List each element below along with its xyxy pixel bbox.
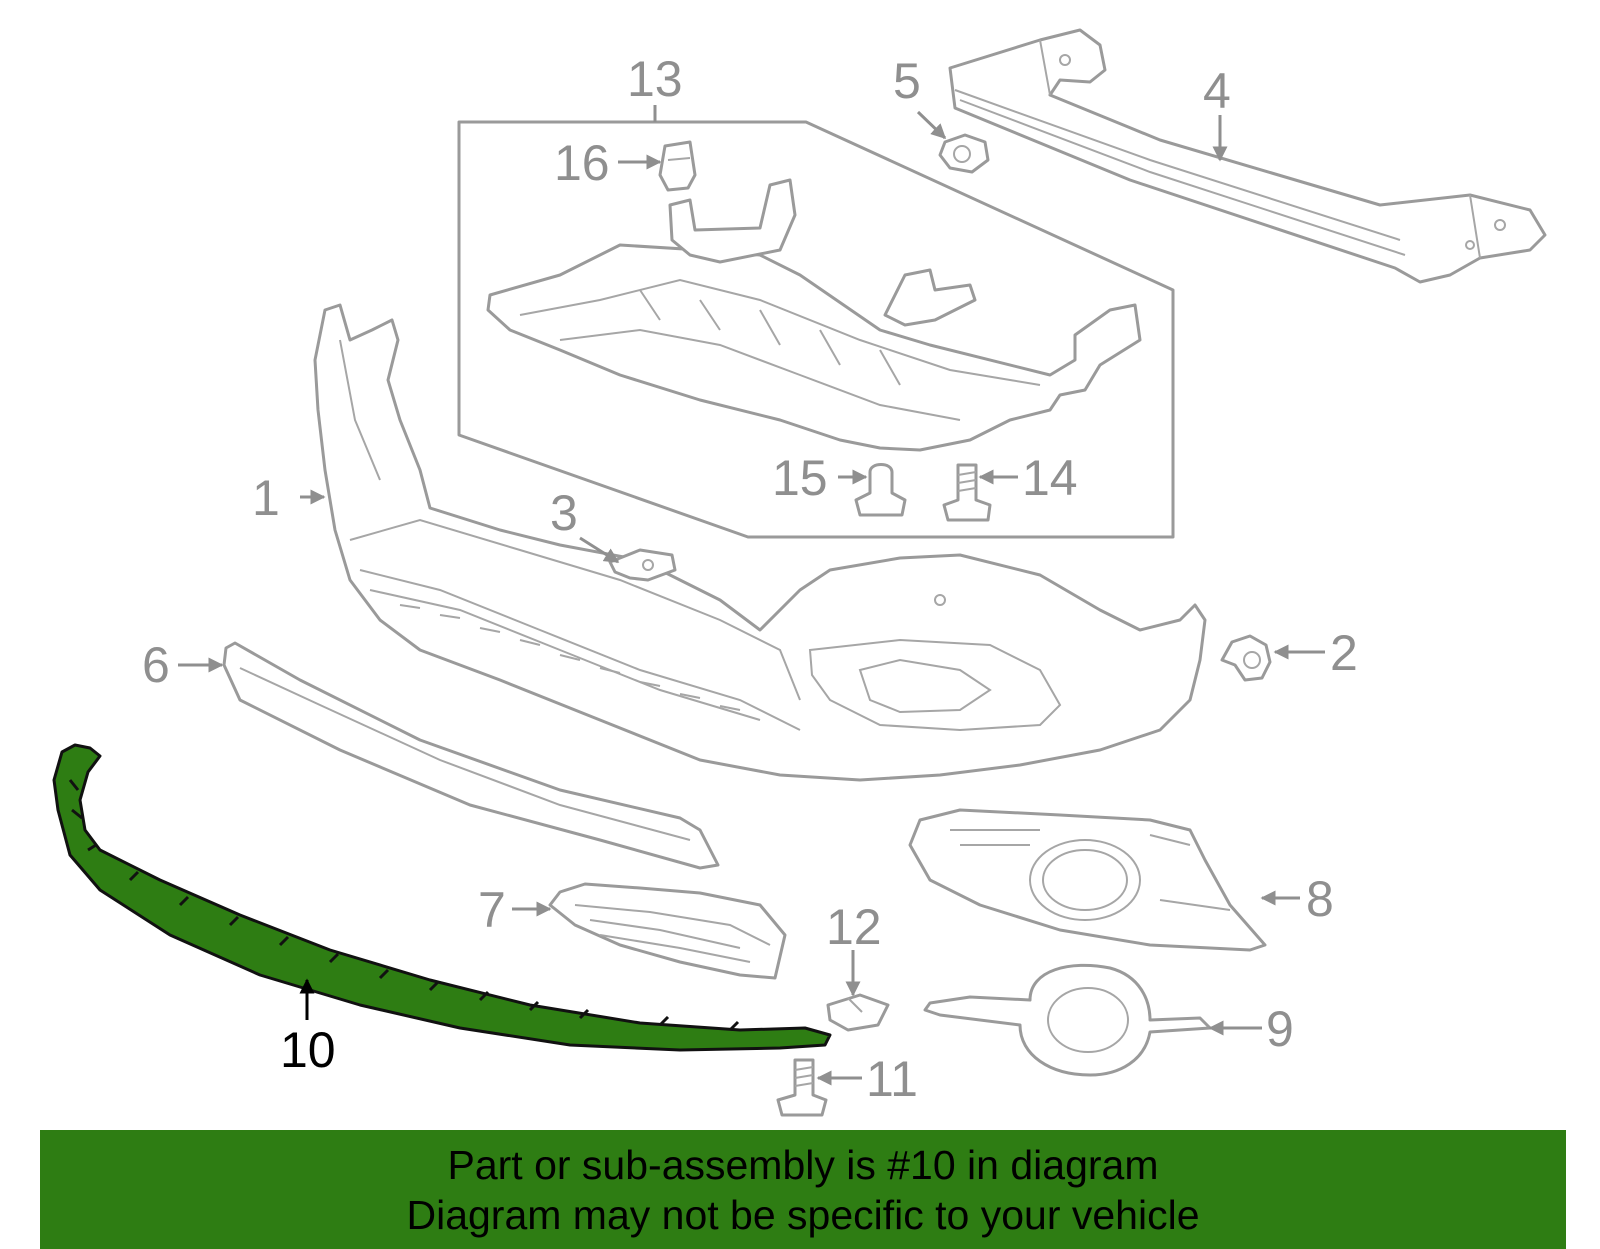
leader-5 bbox=[916, 110, 947, 140]
part-15-push-pin bbox=[854, 463, 907, 517]
part-1-bumper-cover bbox=[313, 303, 1207, 782]
footer-disclaimer: Diagram may not be specific to your vehi… bbox=[406, 1192, 1200, 1238]
callout-3: 3 bbox=[550, 485, 578, 541]
callout-9: 9 bbox=[1266, 1001, 1294, 1057]
callout-12: 12 bbox=[826, 899, 882, 955]
callout-14: 14 bbox=[1022, 450, 1078, 506]
part-9-trim-ring bbox=[923, 963, 1212, 1077]
footer-banner: Part or sub-assembly is #10 in diagram D… bbox=[40, 1130, 1566, 1249]
callout-15: 15 bbox=[772, 450, 828, 506]
part-14-screw bbox=[942, 463, 992, 522]
part-8-right-bezel bbox=[908, 808, 1267, 952]
part-12-nut-clip bbox=[826, 993, 890, 1032]
part-3-bracket bbox=[608, 548, 677, 582]
callout-13: 13 bbox=[627, 51, 683, 107]
callout-2: 2 bbox=[1330, 625, 1358, 681]
callout-16: 16 bbox=[554, 135, 610, 191]
part-16-clip bbox=[658, 140, 697, 192]
part-13-group-box bbox=[457, 120, 1175, 539]
part-6-grille-trim bbox=[222, 641, 720, 870]
callout-6: 6 bbox=[142, 637, 170, 693]
callout-10: 10 bbox=[280, 1022, 336, 1078]
part-10-lower-deflector bbox=[52, 743, 832, 1052]
callout-8: 8 bbox=[1306, 871, 1334, 927]
callout-11: 11 bbox=[866, 1051, 918, 1107]
callout-7: 7 bbox=[478, 882, 506, 938]
footer-part-note: Part or sub-assembly is #10 in diagram bbox=[447, 1142, 1159, 1188]
callout-5: 5 bbox=[893, 53, 921, 109]
part-11-screw bbox=[776, 1058, 828, 1117]
part-4-reinforcement-bar bbox=[948, 28, 1547, 284]
part-2-screw bbox=[1220, 634, 1272, 682]
callout-4: 4 bbox=[1203, 63, 1231, 119]
part-7-left-grille bbox=[548, 882, 787, 980]
part-5-bolt bbox=[938, 133, 990, 174]
leader-3 bbox=[579, 536, 620, 564]
callout-1: 1 bbox=[252, 470, 280, 526]
part-13-splash-shield bbox=[486, 178, 1142, 452]
